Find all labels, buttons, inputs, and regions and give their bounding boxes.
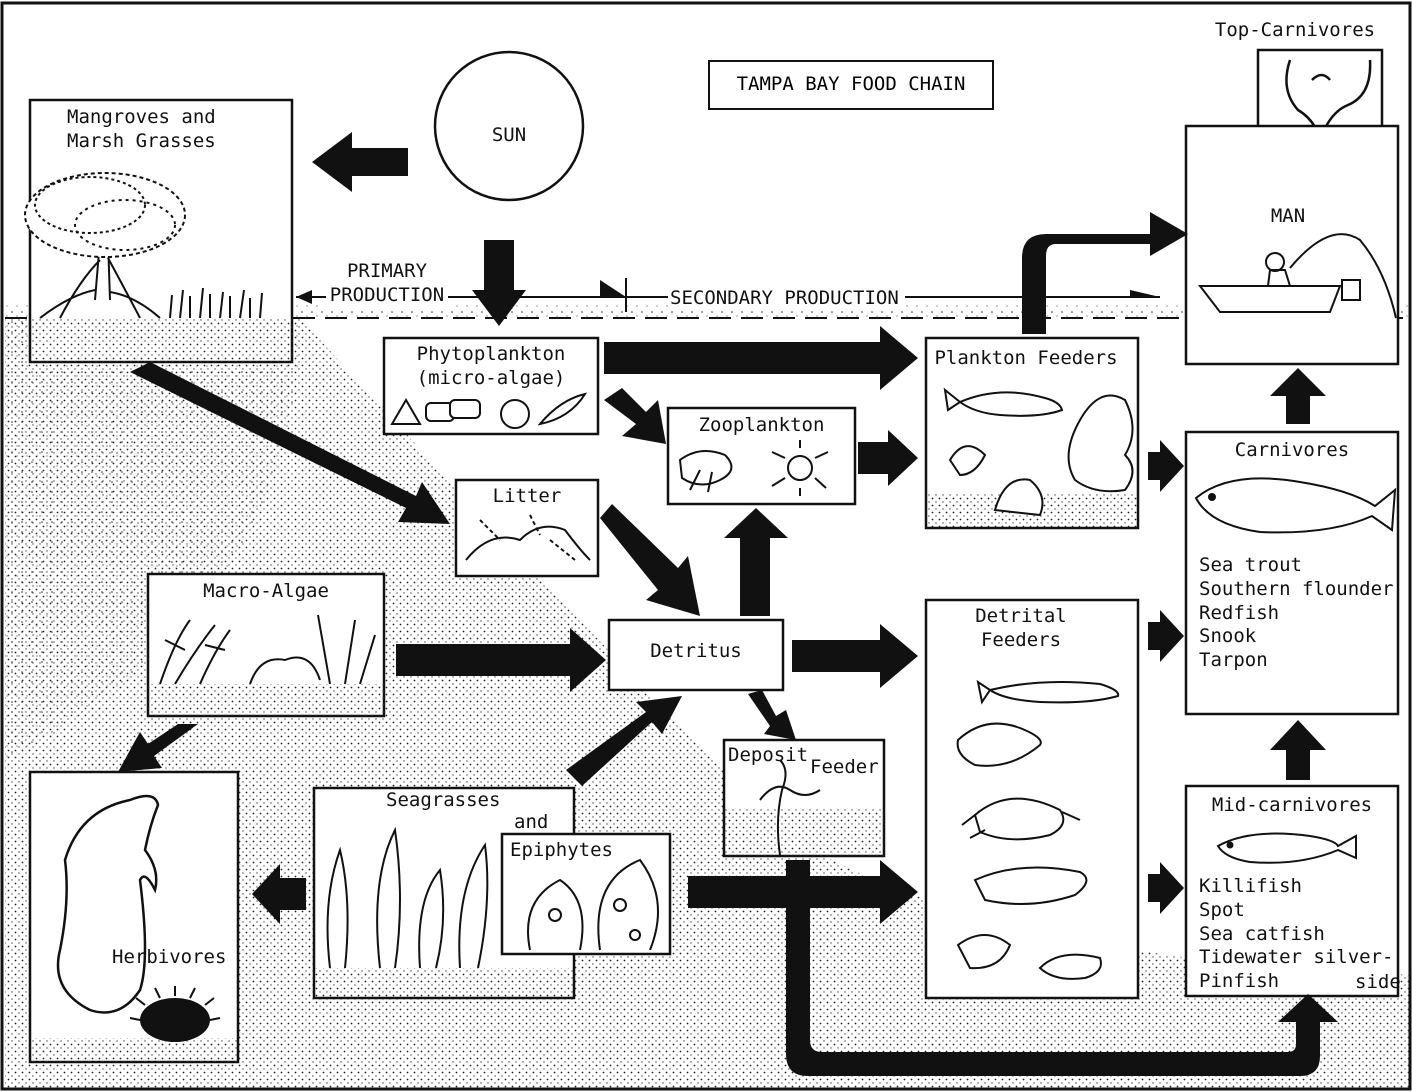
arrow-detrital-carn (1148, 610, 1184, 662)
mid-carnivores-label: Mid-carnivores (1211, 794, 1373, 816)
fish-icon (943, 387, 1064, 417)
oyster-icon (948, 394, 1134, 517)
arrow-detrital-mid (1148, 862, 1184, 914)
man-box (1184, 124, 1400, 366)
plankton-feeders-label: Plankton Feeders (934, 347, 1118, 369)
epiphytes-label: Epiphytes (510, 839, 613, 861)
herbivores-label: Herbivores (112, 946, 227, 968)
arrow-phyto-plankton (604, 326, 918, 390)
arrow-litter-detritus (600, 504, 700, 616)
arrow-sun-mangroves (312, 132, 408, 192)
carnivores-species-list: Sea trout Southern flounder Redfish Snoo… (1199, 554, 1394, 671)
seagrass-icon (326, 826, 489, 969)
worm-icon (759, 759, 821, 856)
detrital-feeders-box (924, 598, 1140, 1000)
arrow-algae-detritus (396, 628, 606, 692)
seagrasses-label: Seagrasses (386, 789, 501, 811)
arrow-mangroves-litter (130, 362, 450, 524)
mid-carnivores-species-list: Killifish Spot Sea catfish Tidewater sil… (1199, 875, 1394, 992)
and-label: and (514, 811, 549, 833)
detritus-label: Detritus (650, 640, 742, 662)
man-label: MAN (1270, 205, 1306, 227)
killifish-icon (1216, 832, 1357, 864)
litter-icon (465, 514, 591, 561)
deposit-label: Deposit (728, 744, 809, 766)
arrow-carn-man (1270, 368, 1326, 424)
arrow-detritus-detrital (792, 624, 918, 688)
mangroves-label: Mangroves and Marsh Grasses (67, 106, 216, 152)
zooplankton-label: Zooplankton (698, 414, 825, 436)
arrow-detritus-zoo (724, 508, 788, 616)
arrow-deposit-mid (786, 860, 1338, 1076)
carnivores-box (1184, 430, 1400, 716)
epiphyte-icon (527, 858, 659, 951)
detrital-feeders-label: Detrital Feeders (975, 605, 1067, 651)
zooplankton-icon (678, 440, 829, 496)
sun-circle (433, 50, 585, 202)
title-box: TAMPA BAY FOOD CHAIN (708, 60, 994, 110)
phytoplankton-label: Phytoplankton (micro-algae) (416, 343, 566, 389)
carnivores-label: Carnivores (1234, 439, 1350, 461)
top-carnivores-label: Top-Carnivores (1214, 19, 1376, 41)
manatee-icon (56, 794, 160, 1014)
diagram-title: TAMPA BAY FOOD CHAIN (736, 73, 966, 95)
litter-label: Litter (492, 485, 562, 507)
arrow-seagrass-detritus (566, 696, 682, 786)
shallow-stipple (5, 318, 300, 760)
mangrove-tree-icon (24, 172, 263, 319)
trout-icon (1194, 477, 1397, 534)
secondary-production-label: SECONDARY PRODUCTION (670, 287, 899, 311)
phytoplankton-box (382, 336, 600, 436)
arrow-mid-carn (1270, 720, 1326, 780)
water-surface-stipple (5, 304, 1410, 318)
mid-carnivores-box (1184, 784, 1400, 998)
algae-icon (159, 614, 376, 685)
arrow-seagrass-herbivores (252, 864, 306, 924)
sea-urchin-icon (129, 986, 221, 1042)
zooplankton-box (666, 406, 857, 506)
arrow-detritus-deposit (748, 690, 796, 740)
boat-icon (1197, 233, 1397, 319)
detritus-box (607, 618, 785, 692)
detrital-animals-icon (956, 679, 1120, 980)
arrow-plankton-carn (1148, 440, 1184, 492)
primary-production-label: PRIMARY PRODUCTION (326, 260, 448, 308)
arrow-sun-phyto (472, 240, 526, 326)
mid-side-label: side (1355, 971, 1401, 993)
arrow-algae-herbivores (118, 724, 198, 772)
sun-label: SUN (491, 124, 527, 146)
arrow-phyto-zoo (604, 388, 666, 444)
feeder-label: Feeder (810, 756, 879, 778)
arrow-zoo-plankton (858, 430, 918, 486)
phytoplankton-icon (390, 392, 588, 429)
arrow-plankton-man (1022, 212, 1188, 334)
arrows (118, 132, 1338, 1076)
macro-algae-label: Macro-Algae (203, 580, 329, 602)
epiphytes-box (500, 832, 672, 956)
